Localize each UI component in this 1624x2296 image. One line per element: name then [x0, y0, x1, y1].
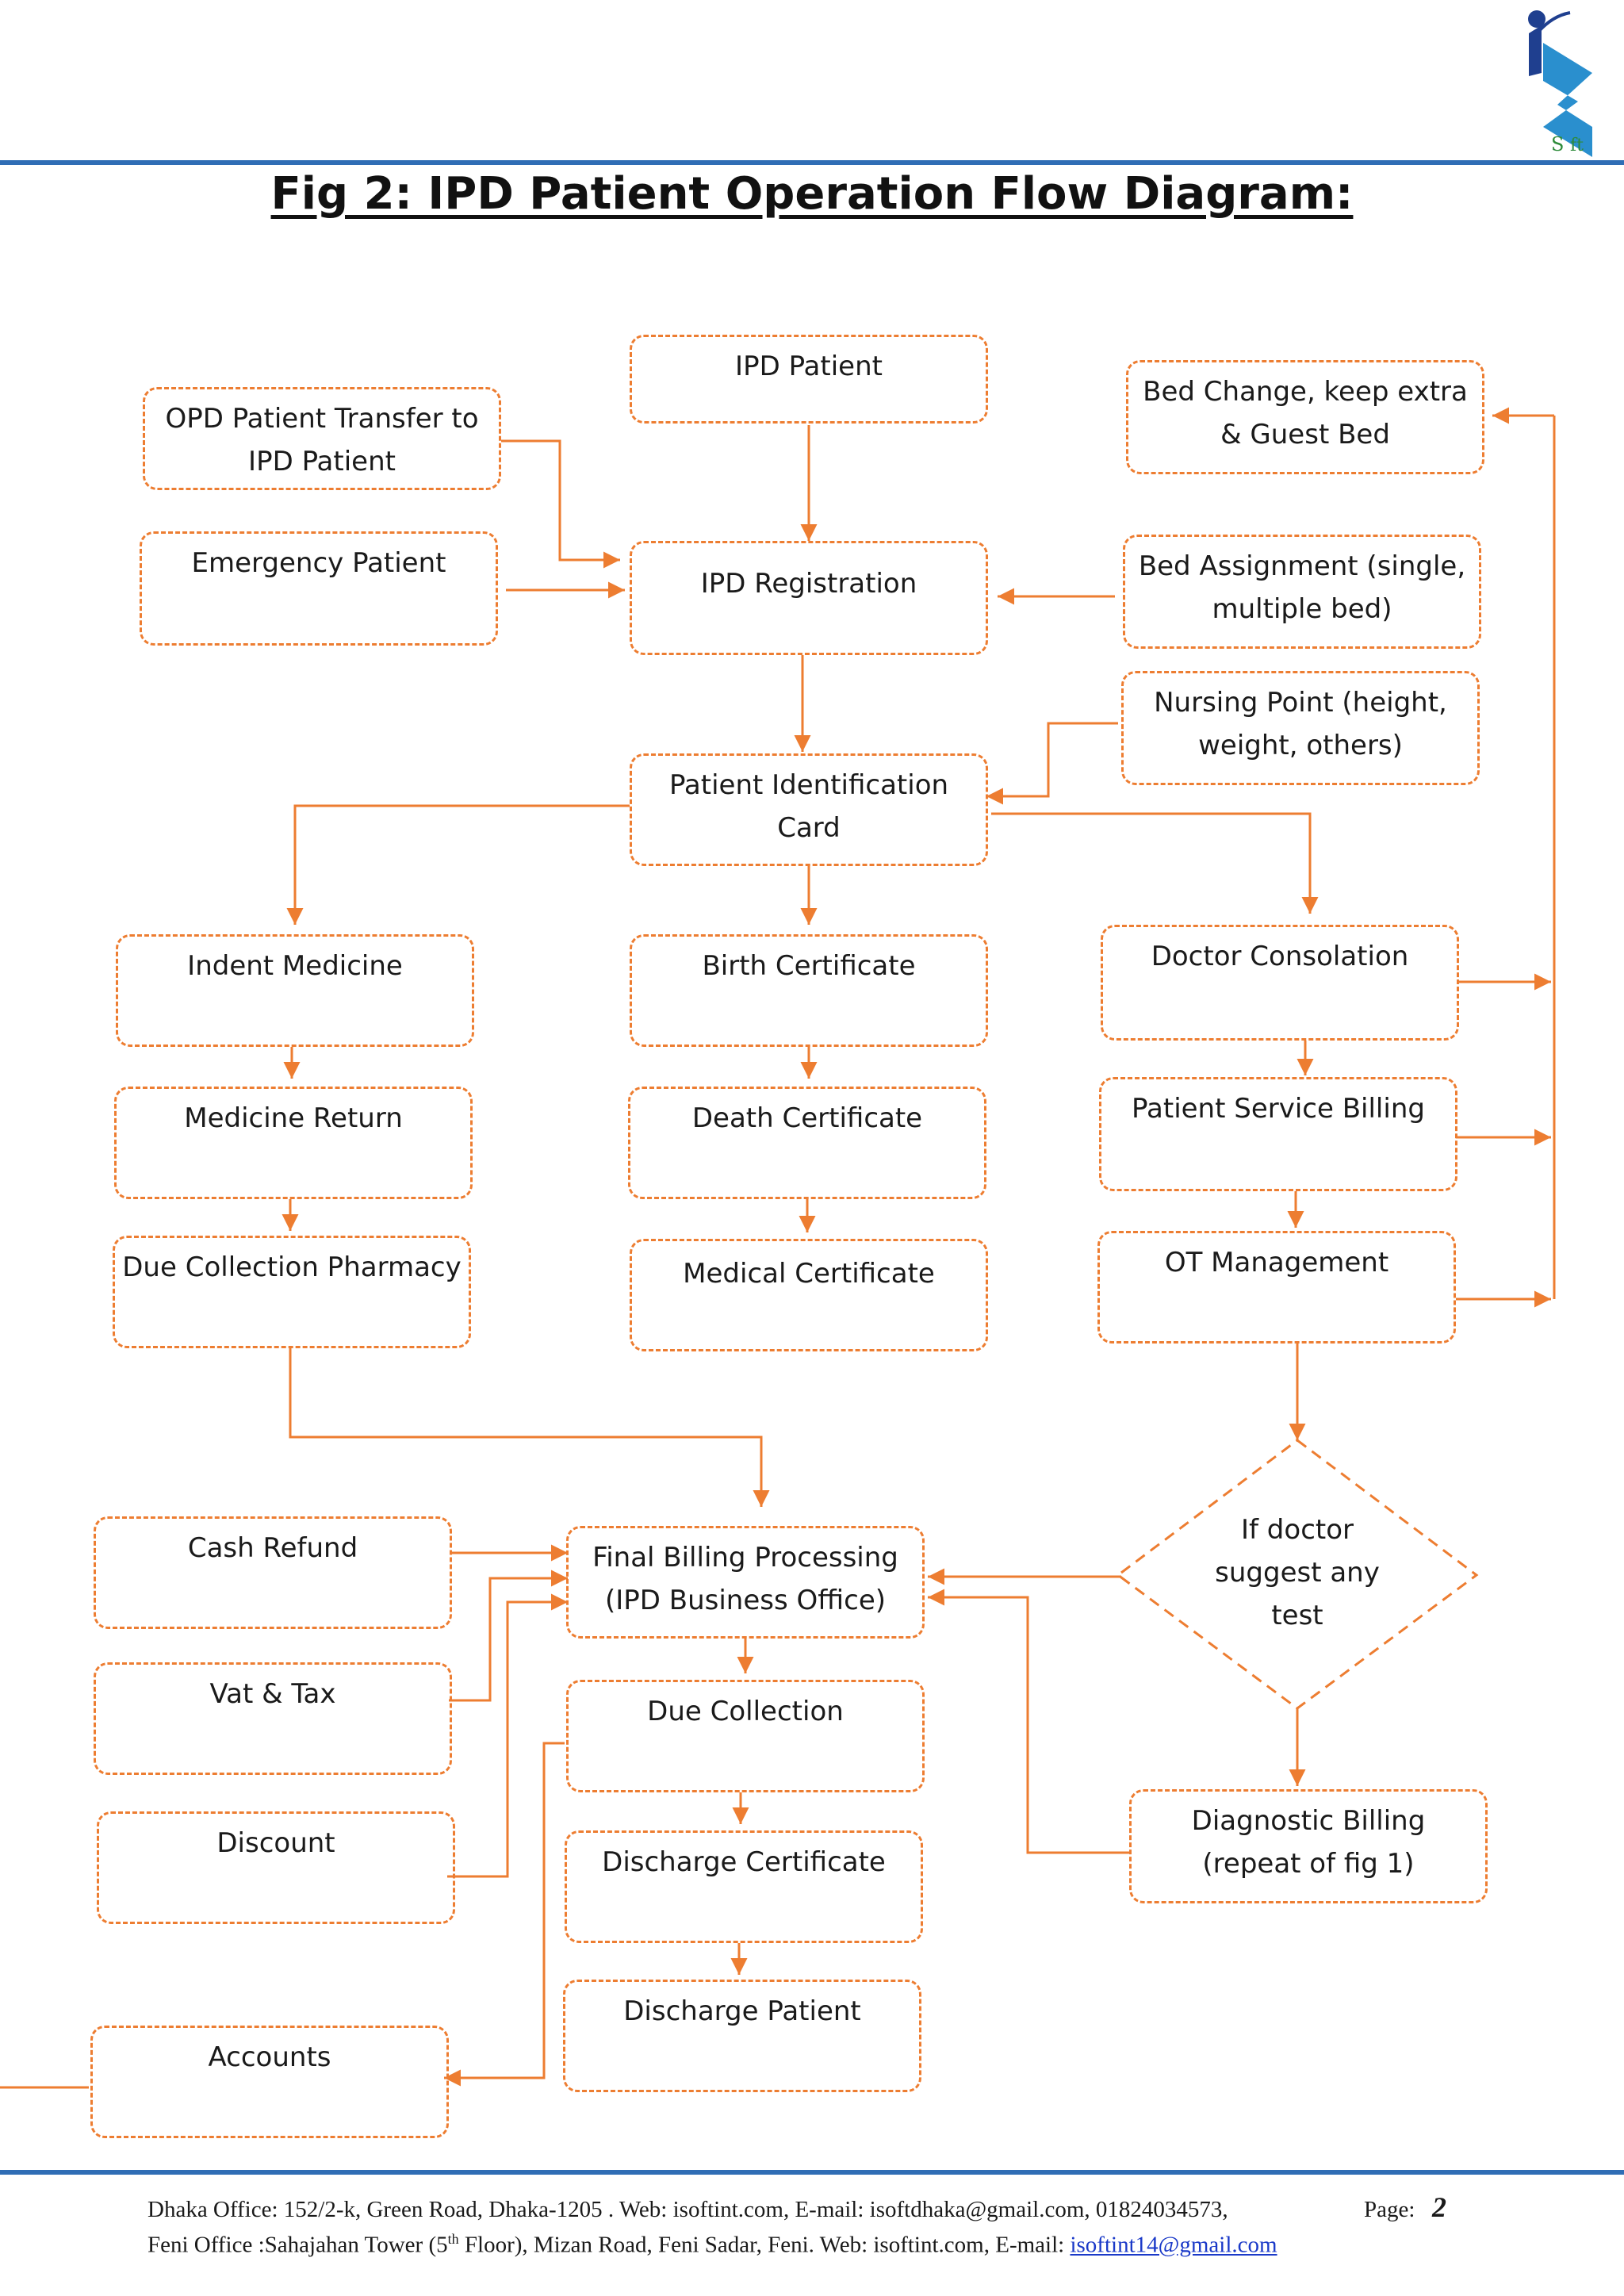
page-label: Page: — [1364, 2197, 1415, 2222]
node-discharge-patient: Discharge Patient — [563, 1980, 921, 2092]
node-bed-change: Bed Change, keep extra & Guest Bed — [1126, 360, 1484, 474]
arrow-nursing-to-id-card — [986, 722, 1118, 805]
node-label: Birth Certificate — [702, 950, 916, 982]
arrow-id-card-to-doctor — [991, 812, 1319, 914]
arrow-opd-to-registration — [501, 439, 620, 569]
node-label: Discharge Certificate — [602, 1846, 886, 1878]
node-birth-certificate: Birth Certificate — [630, 934, 988, 1047]
footer-rule — [0, 2170, 1624, 2175]
node-label: (IPD Business Office) — [604, 1585, 887, 1616]
node-label: Emergency Patient — [191, 547, 446, 579]
node-label: OPD Patient Transfer to — [165, 403, 479, 435]
node-label: Due Collection Pharmacy — [122, 1251, 462, 1283]
node-patient-service-billing: Patient Service Billing — [1099, 1077, 1457, 1191]
arrow-vat-to-final-billing — [449, 1570, 568, 1702]
node-doctor-consolation: Doctor Consolation — [1101, 925, 1459, 1041]
node-label: IPD Registration — [700, 568, 917, 600]
logo-shape-icon — [1543, 43, 1592, 157]
node-label: Doctor Consolation — [1151, 941, 1409, 972]
node-label: Discharge Patient — [623, 1995, 861, 2027]
node-medical-certificate: Medical Certificate — [630, 1239, 988, 1351]
node-bed-assignment: Bed Assignment (single, multiple bed) — [1123, 535, 1481, 649]
node-label: Indent Medicine — [187, 950, 403, 982]
arrow-id-card-to-indent — [286, 804, 630, 925]
node-medicine-return: Medicine Return — [114, 1087, 473, 1199]
node-label: Bed Change, keep extra — [1143, 376, 1468, 408]
node-death-certificate: Death Certificate — [628, 1087, 986, 1199]
node-accounts: Accounts — [90, 2026, 449, 2138]
node-label: IPD Patient — [735, 351, 883, 382]
node-vat-tax: Vat & Tax — [94, 1662, 452, 1775]
node-doctor-test-decision: If doctor suggest any test — [1178, 1508, 1416, 1637]
node-cash-refund: Cash Refund — [94, 1516, 452, 1629]
page-title: Fig 2: IPD Patient Operation Flow Diagra… — [270, 168, 1354, 220]
node-label: OT Management — [1164, 1247, 1389, 1278]
footer-line-2: Feni Office :Sahajahan Tower (5th Floor)… — [147, 2231, 1277, 2258]
node-label: test — [1271, 1600, 1323, 1631]
arrow-pharmacy-to-final-billing — [289, 1348, 770, 1507]
footer-line-1: Dhaka Office: 152/2-k, Green Road, Dhaka… — [147, 2197, 1228, 2222]
node-label: Medicine Return — [184, 1102, 403, 1134]
page-number: 2 — [1432, 2191, 1446, 2223]
footer-email-link[interactable]: isoftint14@gmail.com — [1070, 2232, 1277, 2258]
node-label: Medical Certificate — [683, 1258, 935, 1290]
node-label: multiple bed) — [1212, 593, 1392, 625]
arrow-diagnostic-to-final-billing — [928, 1589, 1129, 1854]
node-label: Diagnostic Billing — [1191, 1805, 1426, 1837]
node-label: If doctor — [1241, 1514, 1354, 1546]
node-label: Patient Identification — [668, 769, 949, 801]
node-label: Nursing Point (height, — [1154, 687, 1447, 719]
node-label: Due Collection — [647, 1696, 844, 1727]
node-patient-id-card: Patient Identification Card — [630, 753, 988, 866]
node-label: (repeat of fig 1) — [1202, 1848, 1415, 1880]
node-diagnostic-billing: Diagnostic Billing (repeat of fig 1) — [1129, 1789, 1488, 1903]
node-ot-management: OT Management — [1097, 1231, 1456, 1343]
node-label: weight, others) — [1198, 730, 1403, 761]
node-ipd-registration: IPD Registration — [630, 541, 988, 655]
node-label: & Guest Bed — [1220, 419, 1390, 450]
node-label: Patient Service Billing — [1132, 1093, 1425, 1125]
logo-dot-icon — [1528, 10, 1545, 28]
svg-text:ft: ft — [1570, 136, 1584, 155]
node-label: Bed Assignment (single, — [1138, 550, 1466, 582]
decision-diamond — [1116, 1439, 1479, 1710]
arrow-discount-to-final-billing — [447, 1593, 568, 1878]
footer: Dhaka Office: 152/2-k, Green Road, Dhaka… — [147, 2195, 1496, 2260]
node-discharge-certificate: Discharge Certificate — [565, 1830, 923, 1943]
node-due-collection: Due Collection — [566, 1680, 925, 1792]
node-due-collection-pharmacy: Due Collection Pharmacy — [113, 1236, 471, 1348]
node-label: Accounts — [208, 2041, 331, 2073]
node-label: Vat & Tax — [209, 1678, 336, 1710]
node-final-billing: Final Billing Processing (IPD Business O… — [566, 1526, 925, 1639]
node-label: Final Billing Processing — [592, 1542, 898, 1573]
node-label: Discount — [216, 1827, 335, 1859]
node-opd-transfer: OPD Patient Transfer to IPD Patient — [143, 387, 501, 490]
node-discount: Discount — [97, 1811, 455, 1924]
arrow-due-to-accounts — [444, 1742, 565, 2087]
node-ipd-patient: IPD Patient — [630, 335, 988, 424]
isoft-logo: S ft — [1528, 10, 1592, 157]
node-label: Death Certificate — [691, 1102, 923, 1134]
node-nursing-point: Nursing Point (height, weight, others) — [1121, 671, 1480, 785]
node-label: IPD Patient — [248, 446, 396, 477]
node-label: Card — [777, 812, 841, 844]
node-label: Cash Refund — [187, 1532, 358, 1564]
node-label: suggest any — [1215, 1557, 1380, 1589]
logo-text: S — [1551, 133, 1564, 155]
header-rule — [0, 160, 1624, 165]
logo-bar-icon — [1529, 25, 1542, 76]
node-emergency-patient: Emergency Patient — [140, 531, 498, 646]
node-indent-medicine: Indent Medicine — [116, 934, 474, 1047]
